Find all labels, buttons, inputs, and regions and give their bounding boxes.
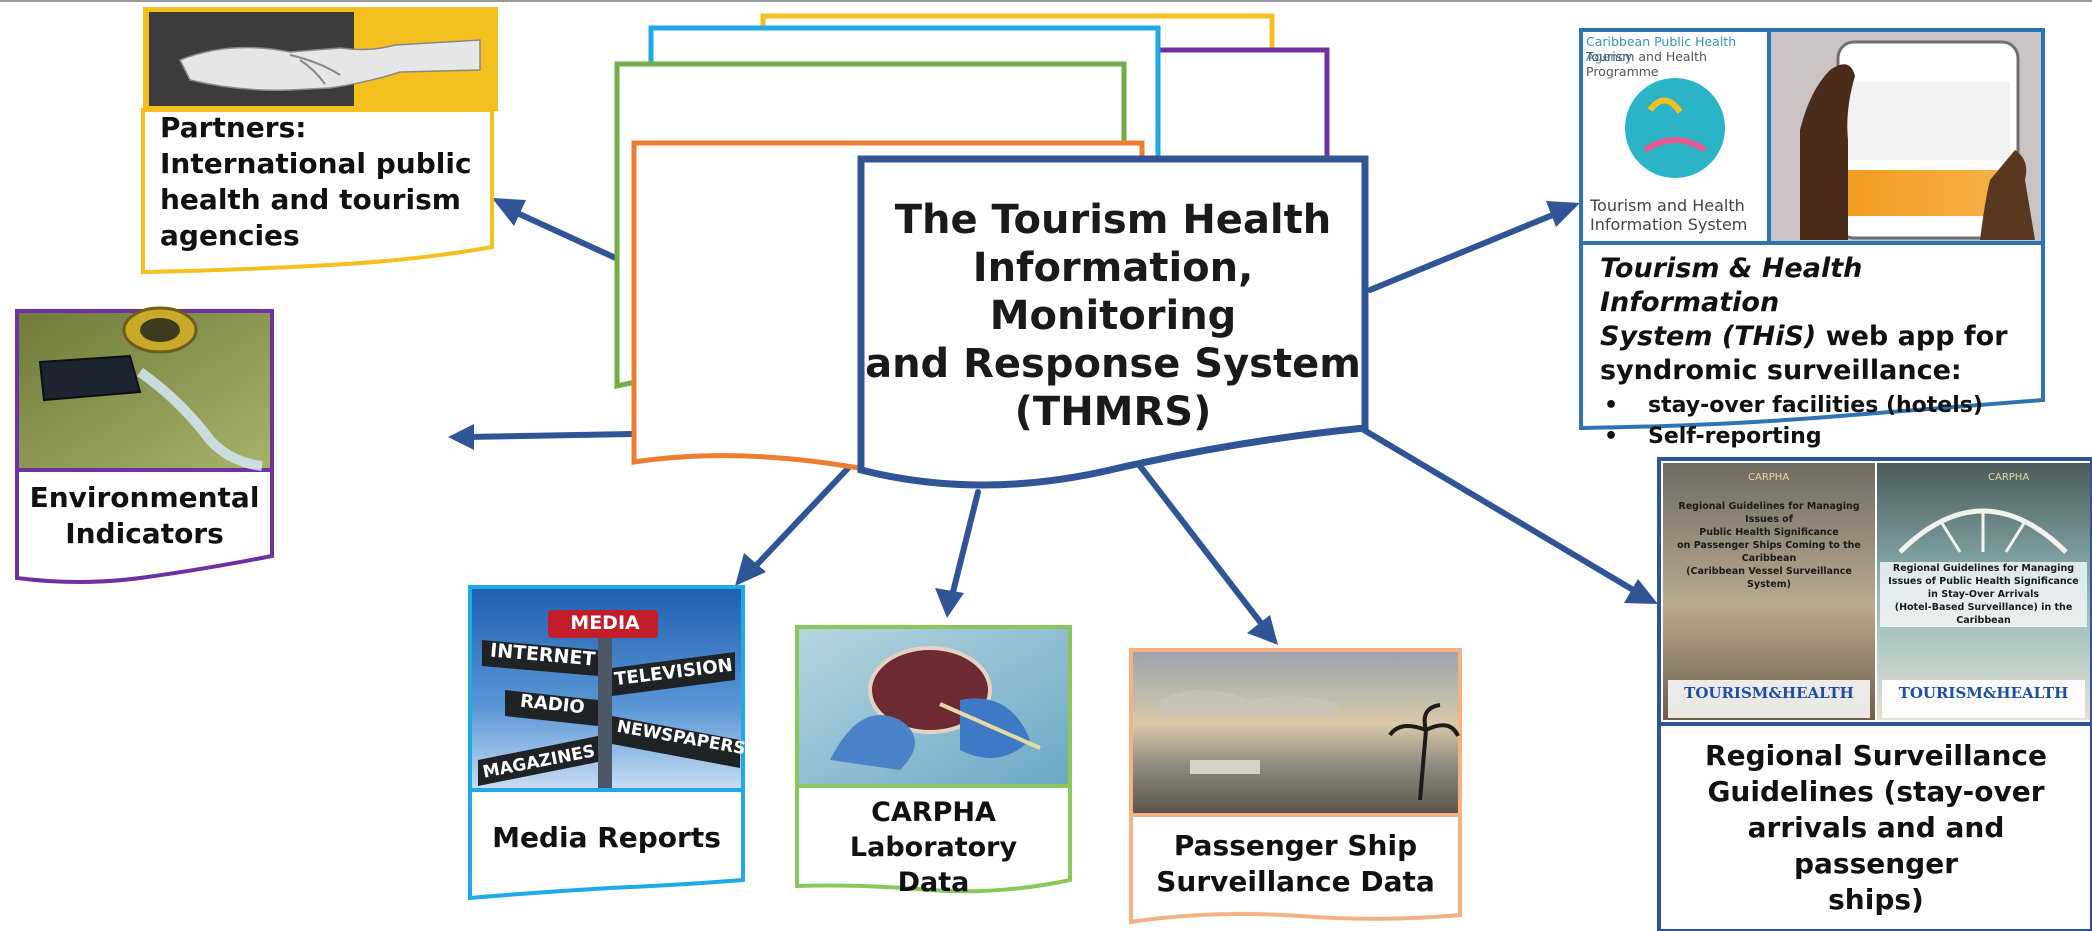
center-title: The Tourism Health Information, Monitori… (862, 196, 1364, 436)
center-title-line: (THMRS) (1014, 389, 1212, 435)
ship-document (1129, 648, 1462, 925)
poster-left-title: Regional Guidelines for Managing Issues … (1665, 500, 1873, 591)
partners-line: International public (160, 147, 472, 180)
poster-right-title-line: Regional Guidelines for Managing (1892, 563, 2075, 574)
lab-label: CARPHA Laboratory Data (797, 795, 1070, 900)
center-title-line: and Response System (865, 341, 1361, 387)
environmental-line: Indicators (65, 517, 224, 550)
center-document-frame (857, 155, 1369, 489)
arrow-to-environment (465, 431, 635, 440)
sign-television (612, 652, 735, 696)
cloud-shape (1160, 690, 1340, 715)
poster-left-title-line: (Caribbean Vessel Surveillance System) (1686, 566, 1852, 590)
poster-right-title: Regional Guidelines for Managing Issues … (1880, 562, 2087, 627)
partners-line: Partners: (160, 111, 307, 144)
arrow-head-partners (492, 198, 526, 226)
poster-right-title-line: in Stay-Over Arrivals (1927, 589, 2040, 600)
this-logo-caption: Tourism and Health Information System (1590, 196, 1765, 234)
arrow-to-partners (501, 204, 623, 263)
this-logo-caption-line: Tourism and Health (1590, 196, 1745, 215)
this-programme-text: Tourism and Health Programme (1586, 49, 1707, 79)
environmental-document (15, 306, 274, 584)
partners-label: Partners: International public health an… (160, 110, 490, 254)
poster-right-title-line: (Hotel-Based Surveillance) in the Caribb… (1894, 602, 2073, 626)
sign-newspapers (612, 716, 740, 768)
this-rest-second: syndromic surveillance: (1600, 355, 1962, 386)
regional-line: ships) (1828, 883, 1924, 916)
arrow-head-regional (1624, 579, 1658, 604)
arrow-to-regional (1361, 427, 1643, 597)
ship-photo (1129, 648, 1462, 817)
sign-media (548, 610, 658, 638)
arrow-to-media (747, 461, 855, 575)
media-label: Media Reports (492, 821, 721, 854)
connector-arrows (448, 198, 1658, 645)
cruise-ship-icon (1190, 760, 1260, 774)
regional-line: Guidelines (stay-over (1707, 775, 2045, 808)
ship-line: Surveillance Data (1156, 865, 1435, 898)
this-bullet: stay-over facilities (hotels) (1600, 390, 2040, 421)
lab-document (795, 625, 1072, 894)
poster-left-title-line: Public Health Significance (1699, 527, 1839, 538)
this-document (1579, 28, 2045, 431)
arrow-head-this (1546, 201, 1580, 227)
environmental-frame (15, 468, 274, 584)
arrow-to-this (1367, 209, 1563, 293)
this-bullet: Self-reporting (1600, 421, 2040, 452)
lab-frame (795, 784, 1072, 894)
signpost-pole (598, 620, 612, 788)
arrow-head-media (735, 553, 766, 586)
sign-media-text: MEDIA (570, 612, 640, 634)
partners-line: agencies (160, 219, 300, 252)
regional-line: Regional Surveillance (1705, 739, 2047, 772)
sign-magazines (478, 736, 598, 786)
this-rest-first: web app for (1816, 321, 2008, 352)
partners-frame (141, 108, 494, 275)
this-logo-caption-line: Information System (1590, 215, 1748, 234)
media-frame (468, 788, 745, 901)
poster-left-org: CARPHA (1748, 472, 1790, 483)
handshake-icon (178, 39, 481, 92)
arrow-head-environment (448, 424, 474, 450)
center-title-line: Information, Monitoring (972, 245, 1254, 339)
center-title-line: The Tourism Health (894, 197, 1332, 243)
ship-frame (1129, 813, 1462, 925)
top-border-line (0, 0, 2092, 2)
environmental-label: Environmental Indicators (17, 480, 272, 552)
poster-left-title-line: on Passenger Ships Coming to the (1677, 540, 1861, 551)
lab-line: Laboratory (849, 832, 1018, 863)
poster-left-title-line: Regional Guidelines for Managing Issues … (1678, 501, 1860, 525)
regional-line: arrivals and and passenger (1747, 811, 2005, 880)
arrow-head-ship (1247, 615, 1278, 645)
this-bullet-list: stay-over facilities (hotels) Self-repor… (1600, 390, 2040, 452)
partners-line: health and tourism (160, 183, 461, 216)
arrow-to-lab (949, 489, 981, 599)
this-agency-text: Caribbean Public Health Agency (1586, 34, 1737, 64)
ship-label: Passenger Ship Surveillance Data (1131, 828, 1460, 900)
this-italic-line: System (THiS) (1600, 321, 1817, 352)
this-description: Tourism & Health Information System (THi… (1600, 252, 2040, 452)
ship-line: Passenger Ship (1173, 829, 1418, 862)
sign-radio (505, 690, 598, 726)
hand-icon (1800, 64, 1855, 240)
poster-left-brand: TOURISM&HEALTH (1684, 684, 1854, 702)
lab-line: Data (897, 867, 970, 898)
media-document (468, 585, 745, 901)
regional-label: Regional Surveillance Guidelines (stay-o… (1662, 738, 2090, 918)
poster-right-brand: TOURISM&HEALTH (1898, 684, 2069, 702)
poster-right-org: CARPHA (1988, 472, 2030, 483)
poster-right-title-line: Issues of Public Health Significance (1888, 576, 2079, 587)
this-italic-line: Tourism & Health Information (1600, 253, 1863, 318)
arrow-to-ship (1137, 463, 1267, 630)
sign-internet (482, 640, 598, 676)
environmental-line: Environmental (29, 481, 260, 514)
this-logo-icon (1625, 78, 1725, 178)
partners-document (141, 7, 498, 275)
poster-left (1663, 463, 1875, 720)
poster-left-title-line: Caribbean (1741, 553, 1797, 564)
lab-line: CARPHA (871, 797, 996, 828)
palm-tree-icon (1388, 703, 1460, 801)
arrow-head-lab (935, 588, 964, 618)
